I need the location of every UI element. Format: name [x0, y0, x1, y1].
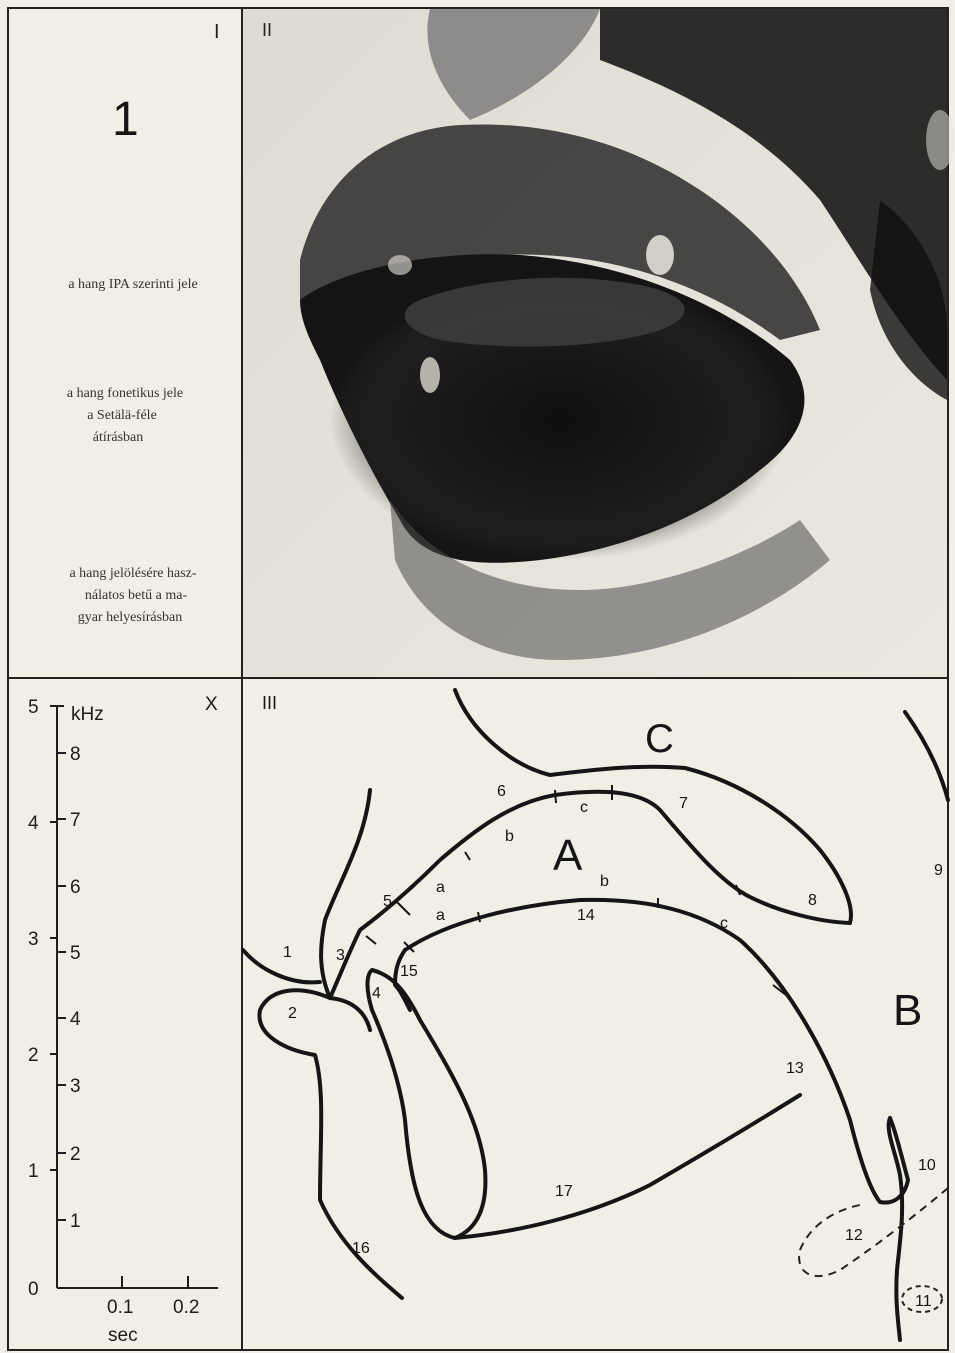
region-label-b: B	[893, 986, 922, 1035]
point-13: 13	[786, 1060, 804, 1077]
lower-teeth-outline	[368, 970, 486, 1238]
panel-label-x: X	[205, 694, 218, 715]
right-tick-6: 6	[70, 877, 81, 898]
lower-lip-outline	[259, 990, 402, 1298]
right-tick-4: 4	[70, 1009, 81, 1030]
sound-number: 1	[112, 93, 139, 146]
point-5: 5	[383, 893, 392, 910]
lip-1	[243, 950, 320, 982]
point-8: 8	[808, 892, 817, 909]
point-14: 14	[577, 907, 595, 924]
x-tick-0-1: 0.1	[107, 1297, 133, 1318]
caption-ipa: a hang IPA szerinti jele	[68, 277, 197, 292]
unit-khz: kHz	[71, 704, 104, 725]
palate-outline	[330, 690, 851, 998]
caption-setala-line-2: a Setälä-féle	[87, 408, 157, 423]
segment-ticks	[366, 785, 786, 995]
segment-b-upper: b	[505, 828, 514, 845]
segment-a-lower: a	[436, 907, 445, 924]
point-2: 2	[288, 1005, 297, 1022]
segment-c-upper: c	[580, 799, 588, 816]
left-tick-2: 2	[28, 1045, 39, 1066]
region-label-c: C	[645, 717, 674, 761]
floor-line	[455, 1095, 800, 1238]
right-tick-5: 5	[70, 943, 81, 964]
point-4: 4	[372, 985, 381, 1002]
point-17: 17	[555, 1183, 573, 1200]
panel-info: I 1 a hang IPA szerinti jele a hang fone…	[67, 21, 220, 625]
right-tick-2: 2	[70, 1144, 81, 1165]
region-label-a: A	[553, 831, 583, 880]
dashed-epiglottis	[799, 1188, 948, 1276]
panel-label-ii: II	[262, 20, 272, 40]
segment-c-lower: c	[720, 915, 728, 932]
panel-label-i: I	[214, 21, 220, 43]
caption-setala-line-1: a hang fonetikus jele	[67, 386, 183, 401]
right-tick-3: 3	[70, 1076, 81, 1097]
lip-2-top	[330, 998, 370, 1030]
point-12: 12	[845, 1227, 863, 1244]
caption-ortho-line-2: nálatos betű a ma-	[85, 588, 188, 603]
posterior-wall	[905, 712, 948, 800]
right-tick-7: 7	[70, 810, 81, 831]
point-11: 11	[915, 1293, 932, 1310]
left-tick-4: 4	[28, 813, 39, 834]
point-1: 1	[283, 944, 292, 961]
articulation-drawing	[243, 690, 948, 1340]
unit-sec: sec	[108, 1325, 138, 1346]
left-tick-0: 0	[28, 1279, 39, 1300]
point-6: 6	[497, 783, 506, 800]
right-tick-8: 8	[70, 744, 81, 765]
point-16: 16	[352, 1240, 370, 1257]
right-tick-1: 1	[70, 1211, 81, 1232]
caption-ortho-line-1: a hang jelölésére hasz-	[69, 566, 196, 581]
segment-a-upper: a	[436, 879, 445, 896]
caption-setala-line-3: átírásban	[93, 430, 144, 445]
caption-ortho-line-3: gyar helyesírásban	[78, 610, 183, 625]
tongue-dorsum	[405, 900, 908, 1203]
point-10: 10	[918, 1157, 936, 1174]
left-tick-5: 5	[28, 697, 39, 718]
point-3: 3	[336, 947, 345, 964]
segment-b-lower: b	[600, 873, 609, 890]
panel-label-iii: III	[262, 693, 277, 713]
point-7: 7	[679, 795, 688, 812]
left-tick-1: 1	[28, 1161, 39, 1182]
point-9: 9	[934, 862, 943, 879]
left-tick-3: 3	[28, 929, 39, 950]
frequency-scale	[50, 706, 218, 1288]
point-15: 15	[400, 963, 418, 980]
x-tick-0-2: 0.2	[173, 1297, 199, 1318]
xray-photo: II	[243, 9, 954, 677]
